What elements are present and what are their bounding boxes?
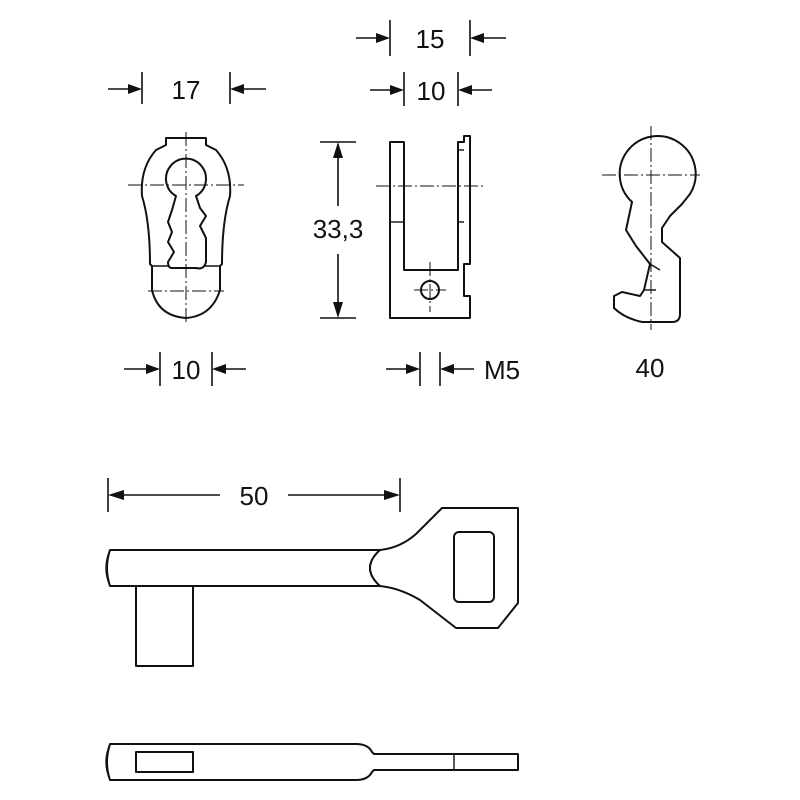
arrow-head bbox=[440, 364, 454, 374]
dim-plate-inner-width: 10 bbox=[370, 72, 492, 106]
arrow-head bbox=[230, 84, 244, 94]
arrow-head bbox=[406, 364, 420, 374]
profile-view: 40 bbox=[602, 126, 700, 383]
keyhole-cutout bbox=[165, 157, 207, 270]
arrow-head bbox=[458, 85, 472, 95]
arrow-head bbox=[212, 364, 226, 374]
key-top-view: 50 bbox=[105, 478, 519, 667]
profile-edge bbox=[649, 263, 661, 271]
key-side-tip bbox=[105, 743, 111, 781]
escutcheon-view: 17 10 bbox=[108, 72, 266, 386]
dim-label-10-top: 10 bbox=[417, 76, 446, 106]
arrow-head bbox=[128, 84, 142, 94]
arrow-head bbox=[333, 302, 343, 318]
dim-label-m5: M5 bbox=[484, 355, 520, 385]
dim-screw-thread: M5 bbox=[386, 352, 520, 386]
dim-label-33-3: 33,3 bbox=[313, 214, 364, 244]
arrow-head bbox=[333, 142, 343, 158]
key-neck-line bbox=[369, 549, 381, 587]
key-side-outline bbox=[106, 743, 519, 781]
dim-label-15: 15 bbox=[416, 24, 445, 54]
key-bow bbox=[369, 507, 519, 629]
key-tip bbox=[105, 549, 111, 587]
dim-label-10-bottom: 10 bbox=[172, 355, 201, 385]
arrow-head bbox=[146, 364, 160, 374]
key-bit bbox=[135, 581, 194, 667]
dim-label-17: 17 bbox=[172, 75, 201, 105]
dim-key-length: 50 bbox=[107, 478, 401, 512]
dim-label-40: 40 bbox=[636, 353, 665, 383]
dim-plate-height: 33,3 bbox=[313, 141, 364, 319]
arrow-head bbox=[470, 33, 484, 43]
dim-label-50: 50 bbox=[240, 481, 269, 511]
dim-escutcheon-neck: 10 bbox=[124, 352, 246, 386]
plate-side-view: 15 10 33,3 bbox=[313, 20, 520, 386]
dim-plate-outer-width: 15 bbox=[356, 20, 506, 56]
key-side-slot bbox=[135, 751, 194, 773]
arrow-head bbox=[108, 490, 124, 500]
arrow-head bbox=[390, 85, 404, 95]
key-side-view bbox=[105, 743, 519, 781]
profile-outline bbox=[613, 135, 697, 323]
key-bow-window bbox=[453, 531, 495, 603]
key-shank bbox=[106, 549, 381, 587]
dim-escutcheon-width: 17 bbox=[108, 72, 266, 105]
plate-outline bbox=[389, 135, 471, 319]
arrow-head bbox=[376, 33, 390, 43]
arrow-head bbox=[384, 490, 400, 500]
